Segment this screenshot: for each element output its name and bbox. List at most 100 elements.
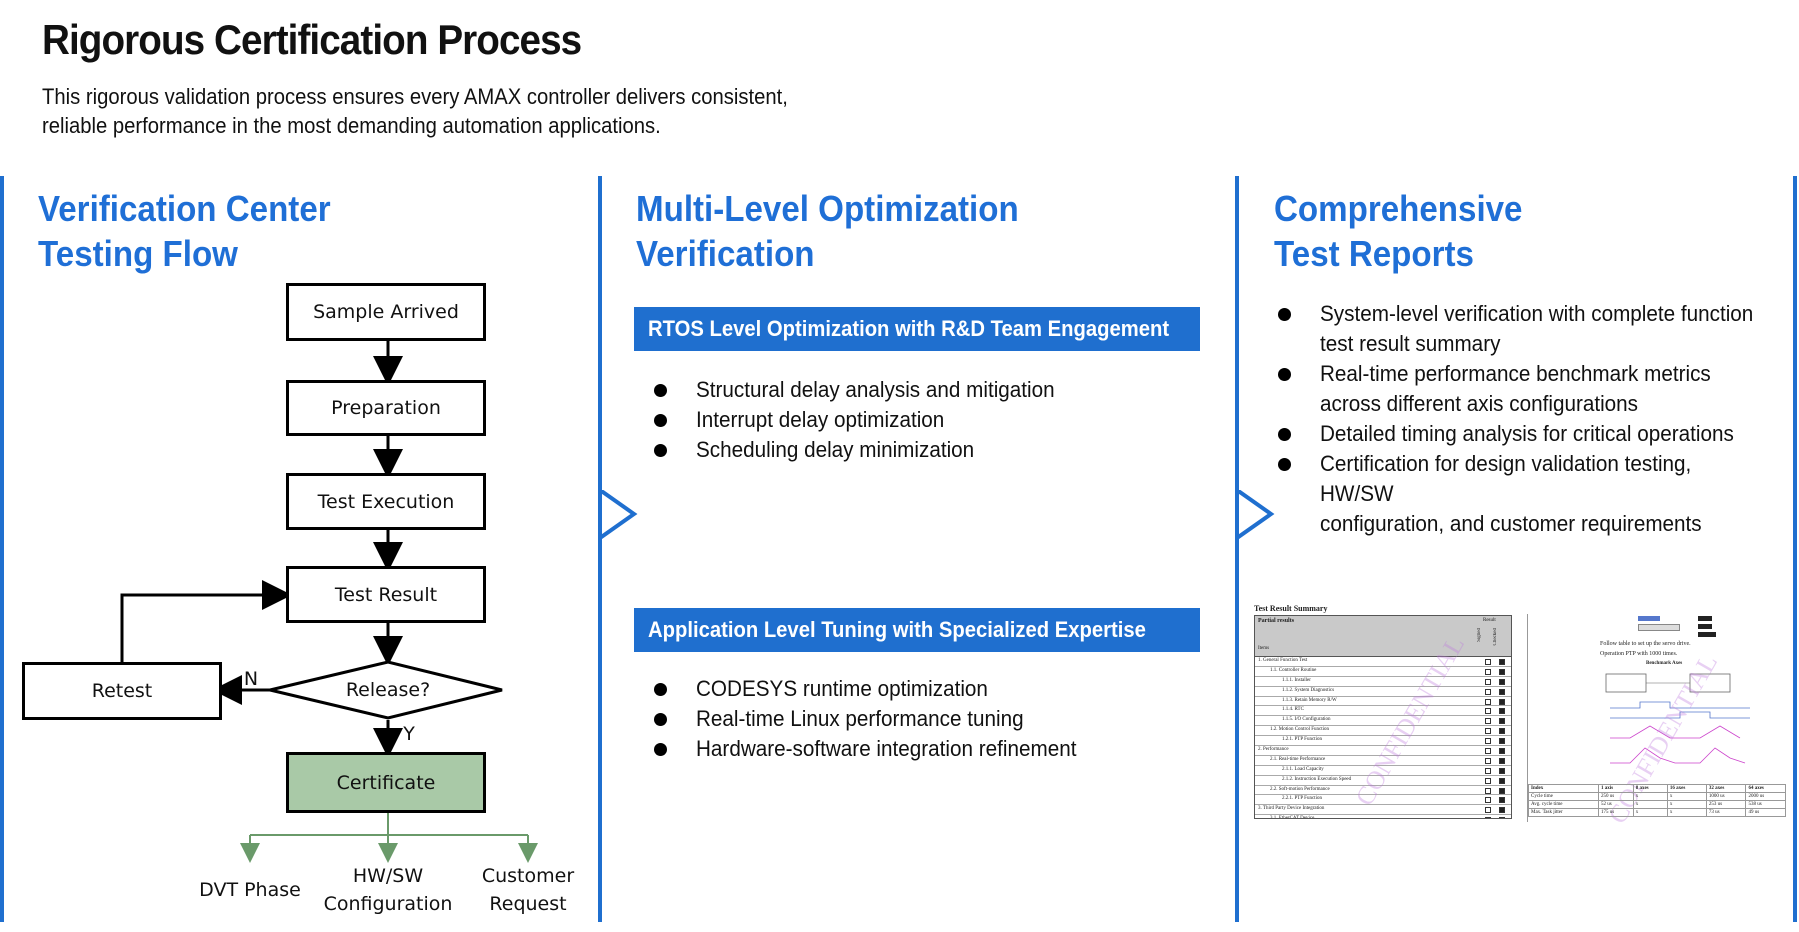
report2-table-cell: x (1632, 808, 1668, 817)
section-bar-application-label: Application Level Tuning with Specialize… (648, 617, 1146, 642)
intro-line-2: reliable performance in the most demandi… (42, 113, 661, 138)
report2-table-cell: 1000 us (1705, 792, 1747, 801)
checkbox-icon (1485, 728, 1491, 735)
output-customer-request: Customer Request (468, 862, 588, 918)
report2-table-cell: 2000 us (1745, 792, 1786, 801)
report2-table-cell: Avg. cycle time (1528, 800, 1599, 809)
bullet-icon (1278, 368, 1291, 381)
report2-config-icon (1598, 616, 1718, 642)
list-item-text: Detailed timing analysis for critical op… (1320, 421, 1734, 446)
list-item: Certification for design validation test… (1274, 449, 1799, 539)
col3-heading-line1: Comprehensive (1274, 188, 1523, 229)
bullet-icon (654, 384, 667, 397)
report2-table-header: 32 axes (1705, 784, 1747, 793)
checkbox-icon (1485, 668, 1491, 675)
checkbox-icon (1499, 748, 1505, 755)
report1-row: 2.1.2. Instruction Execution Speed (1255, 776, 1511, 786)
report1-row: 1.1.1. Installer (1255, 677, 1511, 687)
checkbox-icon (1499, 797, 1505, 804)
list-item-text: configuration, and customer requirements (1320, 511, 1702, 536)
report1-col-partial: Partial results (1258, 618, 1295, 624)
certificate-box: Certificate (286, 752, 486, 813)
benchmark-report-thumbnail: Follow table to set up the servo drive. … (1527, 614, 1788, 829)
test-execution-box: Test Execution (286, 473, 486, 530)
list-item: Real-time Linux performance tuning (650, 704, 1101, 734)
report2-table-cell: x (1666, 792, 1707, 801)
report1-row: 1. General Function Test (1255, 657, 1511, 667)
report2-table-cell: x (1666, 800, 1707, 809)
list-item: Structural delay analysis and mitigation (650, 375, 1078, 405)
retest-box: Retest (22, 662, 222, 720)
checkbox-icon (1499, 668, 1505, 675)
report1-row: 1.1. Controller Routine (1255, 667, 1511, 677)
bullet-icon (654, 683, 667, 696)
report1-col-checked: Checked (1493, 628, 1498, 646)
column-1-border (0, 176, 4, 922)
checkbox-icon (1499, 718, 1505, 725)
bullet-icon (1278, 308, 1291, 321)
checkbox-icon (1485, 718, 1491, 725)
checkbox-icon (1485, 678, 1491, 685)
preparation-box: Preparation (286, 380, 486, 436)
checkbox-icon (1485, 807, 1491, 814)
checkbox-icon (1499, 708, 1505, 715)
col2-heading-line1: Multi-Level Optimization (636, 188, 1019, 229)
report1-row: 2.1.1. Load Capacity (1255, 766, 1511, 776)
checkbox-icon (1499, 659, 1505, 665)
report1-row: 2.2. Soft-motion Performance (1255, 786, 1511, 796)
report2-table-cell: Cycle time (1528, 792, 1599, 801)
chevron-divider-icon (1237, 490, 1275, 540)
list-item-text: across different axis configurations (1320, 391, 1639, 416)
checkbox-icon (1485, 748, 1491, 755)
test-result-box: Test Result (286, 566, 486, 623)
yes-label: Y (403, 723, 415, 745)
checkbox-icon (1485, 738, 1491, 745)
col1-heading-line1: Verification Center (38, 188, 331, 229)
list-item: Interrupt delay optimization (650, 405, 1078, 435)
report1-header: Partial results Result Signed Checked It… (1255, 616, 1511, 657)
list-item-text: System-level verification with complete … (1320, 301, 1754, 326)
report2-table-header: Index (1528, 784, 1599, 793)
checkbox-icon (1485, 767, 1491, 774)
checkbox-icon (1499, 688, 1505, 695)
list-item: Scheduling delay minimization (650, 435, 1078, 465)
reports-list: System-level verification with complete … (1274, 299, 1799, 539)
checkbox-icon (1485, 708, 1491, 715)
report1-row: 1.1.5. I/O Configuration (1255, 716, 1511, 727)
checkbox-icon (1499, 807, 1505, 814)
sample-arrived-box: Sample Arrived (286, 283, 486, 341)
checkbox-icon (1485, 659, 1491, 665)
test-result-summary-thumbnail: Test Result Summary Partial results Resu… (1254, 604, 1512, 820)
report1-row: 2.2.1. PTP Function (1255, 795, 1511, 806)
bullet-icon (654, 444, 667, 457)
release-diamond (269, 660, 503, 720)
report1-row: 1.2.1. PTP Function (1255, 736, 1511, 747)
report2-table-cell: 253 us (1705, 800, 1747, 809)
col3-heading-line2: Test Reports (1274, 233, 1474, 274)
report2-table-cell: 52 us (1597, 800, 1634, 809)
report1-col-result: Result (1483, 618, 1496, 623)
checkbox-icon (1499, 787, 1505, 794)
checkbox-icon (1485, 797, 1491, 804)
report1-row: 2. Performance (1255, 746, 1511, 756)
report2-table-cell: 538 us (1745, 800, 1786, 809)
bullet-icon (1278, 428, 1291, 441)
column-2-border (598, 176, 602, 922)
application-list: CODESYS runtime optimization Real-time L… (650, 674, 1101, 764)
report2-note2: Operation PTP with 1000 times. (1600, 651, 1678, 657)
intro-text: This rigorous validation process ensures… (42, 82, 788, 140)
output-customer-line2: Request (489, 893, 567, 915)
report1-col-signed: Signed (1477, 628, 1482, 642)
report1-title: Test Result Summary (1254, 604, 1328, 613)
section-bar-rtos: RTOS Level Optimization with R&D Team En… (634, 307, 1200, 351)
report1-row: 1.1.3. Retain Memory R/W (1255, 697, 1511, 707)
checkbox-icon (1499, 698, 1505, 705)
checkbox-icon (1485, 817, 1491, 818)
checkbox-icon (1499, 757, 1505, 764)
report1-row: 1.1.2. System Diagnostics (1255, 687, 1511, 697)
